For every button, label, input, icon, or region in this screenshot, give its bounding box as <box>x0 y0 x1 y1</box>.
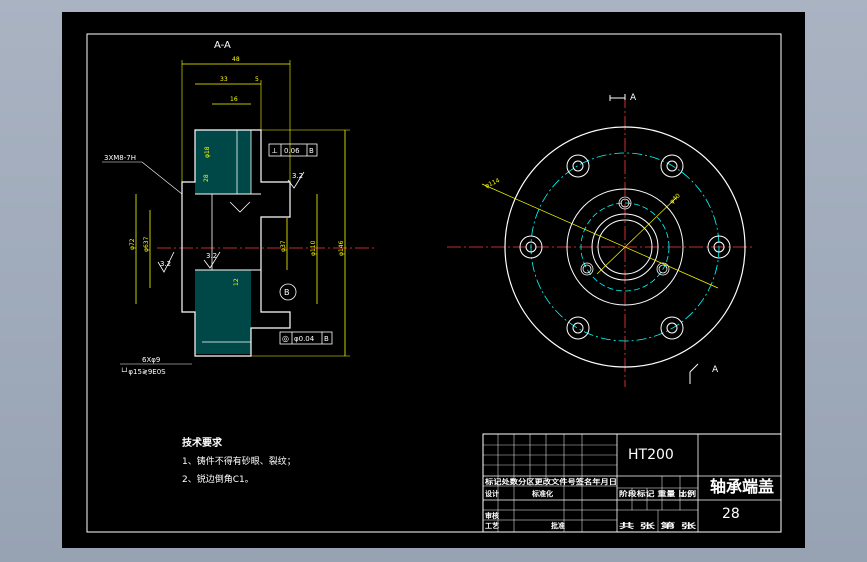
section-label: A-A <box>214 40 231 51</box>
tech-requirement-item: 2、锐边倒角C1。 <box>182 473 254 485</box>
view-arrow-label-top: A <box>630 93 637 103</box>
process-label: 工艺 <box>485 521 499 530</box>
dim-28: 28 <box>203 174 210 182</box>
bore-inner-circle <box>597 219 653 275</box>
threaded-holes <box>580 196 670 276</box>
thread-circle <box>580 202 670 292</box>
approve-label: 批准 <box>551 521 565 530</box>
drawing-canvas: A-A 48 33 5 16 φ72 φ637 φ3 <box>62 12 805 548</box>
dim-line-40 <box>596 196 678 275</box>
dim-72: φ72 <box>129 238 136 250</box>
datum-letter: B <box>284 288 290 297</box>
drawing-border <box>86 33 782 533</box>
section-view: A-A 48 33 5 16 φ72 φ637 φ3 <box>102 40 374 376</box>
stage-row: 阶段标记 重量 比例 <box>619 489 696 498</box>
design-label: 设计 <box>485 489 499 498</box>
dim-16: 16 <box>230 96 238 103</box>
counterbore-callout: └┘φ15≷9E0S <box>120 367 166 376</box>
tech-requirements-title: 技术要求 <box>182 436 223 449</box>
title-block: HT200 轴承端盖 28 1:1 标记处数分区更改文件号签名年月日 设计 标准… <box>482 433 782 533</box>
roughness-value: 3.2 <box>206 252 217 260</box>
dim-5: 5 <box>255 76 259 83</box>
tech-requirements: 技术要求 1、铸件不得有砂眼、裂纹； 2、锐边倒角C1。 <box>182 436 296 485</box>
roughness-symbol <box>157 251 175 273</box>
view-arrow-label-bottom: A <box>712 365 719 375</box>
bore-outer-circle <box>591 213 659 281</box>
front-view: φ114 φ40 A A <box>447 93 752 387</box>
perpendicularity-frame: ⟂ 0.06 B <box>268 143 318 157</box>
tolerance-symbol: ⟂ <box>272 146 278 155</box>
hatch-lower <box>195 270 251 354</box>
sheet-row: 共 张 第 张 <box>619 521 698 530</box>
standardization-label: 标准化 <box>531 489 553 498</box>
bolt-holes <box>519 154 731 340</box>
drawing-number: 28 <box>722 506 740 522</box>
boss-circle <box>566 188 684 306</box>
dim-33: 33 <box>220 76 228 83</box>
bolt-circle <box>530 152 720 342</box>
dim-110: φ110 <box>310 240 317 256</box>
dim-40: φ40 <box>669 192 682 205</box>
roughness-symbol <box>287 171 305 189</box>
part-name: 轴承端盖 <box>710 477 774 496</box>
title-header-row: 标记处数分区更改文件号签名年月日 <box>484 477 617 486</box>
review-label: 审核 <box>485 511 499 520</box>
thread-callout: 3XM8-7H <box>104 154 136 162</box>
tolerance-datum: B <box>309 147 314 155</box>
roughness-symbol <box>203 251 221 269</box>
roughness-value: 3.2 <box>292 172 303 180</box>
outer-flange-circle <box>504 126 746 368</box>
material: HT200 <box>628 447 674 463</box>
tolerance-value: φ0.04 <box>294 335 315 343</box>
dim-37: φ37 <box>280 240 287 252</box>
dim-146: φ146 <box>338 240 345 256</box>
hatch-upper <box>195 130 251 194</box>
datum-marker <box>279 283 297 301</box>
dim-line-114 <box>481 183 719 289</box>
tolerance-symbol: ◎ <box>282 334 289 343</box>
concentricity-frame: ◎ φ0.04 B <box>279 331 333 345</box>
thread-leader <box>141 161 183 195</box>
roughness-value: 3.2 <box>160 260 171 268</box>
cad-drawing: A-A 48 33 5 16 φ72 φ637 φ3 <box>86 33 782 533</box>
title-block-frame <box>482 433 782 533</box>
tolerance-datum: B <box>324 335 329 343</box>
scale: 1:1 <box>680 491 691 499</box>
tech-requirement-item: 1、铸件不得有砂眼、裂纹； <box>182 455 296 467</box>
tolerance-value: 0.06 <box>284 147 300 155</box>
dim-48: 48 <box>232 56 240 63</box>
section-outline <box>181 129 291 357</box>
dim-12: 12 <box>233 278 240 286</box>
dim-637: φ637 <box>143 236 150 252</box>
chamfer-mark <box>229 201 251 213</box>
holes-callout: 6Xφ9 <box>142 356 160 364</box>
dim-18: φ18 <box>204 146 211 158</box>
dim-114: φ114 <box>484 177 501 190</box>
arrow-bottom <box>689 363 699 373</box>
